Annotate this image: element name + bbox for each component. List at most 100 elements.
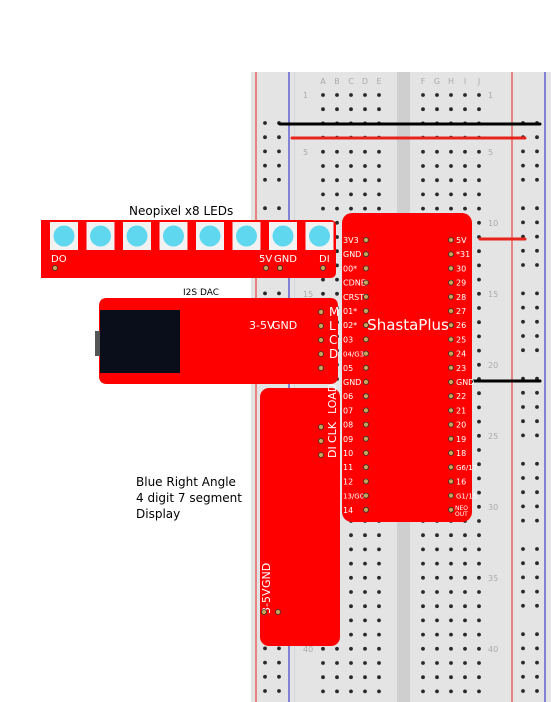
rail-hole — [521, 490, 525, 495]
breadboard-hole — [449, 604, 453, 609]
board-right-pin-label: 19 — [456, 435, 466, 444]
rail-hole — [521, 319, 525, 324]
column-letter: H — [448, 77, 454, 86]
breadboard-hole — [335, 93, 339, 97]
breadboard-hole — [477, 448, 481, 452]
breadboard-hole — [421, 661, 425, 665]
row-number: 15 — [488, 290, 498, 299]
breadboard-hole — [477, 220, 481, 225]
breadboard-hole — [435, 590, 439, 594]
rail-hole — [521, 405, 525, 409]
column-letter: J — [477, 77, 480, 86]
board-right-pin-label: 21 — [456, 406, 466, 415]
breadboard-hole — [463, 178, 467, 183]
breadboard-hole — [335, 164, 339, 168]
board-pin — [363, 251, 369, 258]
board-pin — [363, 407, 369, 414]
board-pin — [448, 464, 454, 471]
neopixel-di-label: DI — [319, 254, 330, 265]
rail-hole — [263, 660, 267, 665]
breadboard-hole — [435, 632, 439, 637]
rail-hole — [535, 220, 539, 225]
column-letter: G — [434, 77, 440, 86]
breadboard-hole — [321, 149, 325, 154]
breadboard-hole — [477, 632, 481, 637]
breadboard-hole — [377, 618, 381, 623]
breadboard-hole — [349, 632, 353, 637]
board-right-pin-label: 23 — [456, 364, 466, 373]
row-number: 5 — [303, 148, 308, 157]
board-pin — [363, 293, 369, 300]
rail-hole — [263, 149, 267, 154]
row-number: 5 — [488, 148, 493, 157]
breadboard-hole — [435, 206, 439, 211]
column-letter: B — [334, 77, 340, 86]
breadboard-hole — [335, 178, 339, 183]
rail-hole — [263, 206, 267, 211]
board-left-pin-label: 05 — [343, 364, 353, 373]
breadboard-hole — [463, 604, 467, 609]
rail-hole — [263, 674, 267, 679]
breadboard-hole — [449, 547, 453, 552]
rail-hole — [535, 476, 539, 480]
breadboard-hole — [449, 661, 453, 665]
breadboard-hole — [449, 192, 453, 197]
display-load-label: LOAD — [326, 384, 339, 414]
dac-pin — [318, 365, 324, 371]
board-right-pin-label: 18 — [456, 449, 466, 458]
board-left-pin-label: 04/G3 — [343, 351, 364, 359]
rail-hole — [521, 348, 525, 353]
rail-hole — [521, 518, 525, 523]
breadboard-hole — [349, 590, 353, 594]
board-pin — [448, 421, 454, 428]
breadboard-hole — [377, 93, 381, 97]
breadboard-hole — [377, 192, 381, 197]
breadboard-hole — [477, 263, 481, 268]
breadboard-hole — [335, 249, 339, 254]
row-number: 25 — [488, 432, 498, 441]
rail-hole — [521, 177, 525, 182]
breadboard-hole — [477, 320, 481, 325]
rail-hole — [535, 234, 539, 239]
breadboard-hole — [335, 675, 339, 680]
rail-hole — [535, 674, 539, 679]
breadboard-hole — [363, 646, 367, 651]
breadboard-hole — [477, 192, 481, 197]
rail-hole — [535, 149, 539, 154]
breadboard-hole — [335, 192, 339, 197]
breadboard-hole — [335, 277, 339, 282]
breadboard-hole — [377, 164, 381, 168]
board-pin — [448, 407, 454, 414]
board-right-pin-label: 27 — [456, 307, 466, 316]
rail-hole — [263, 291, 267, 296]
rail-hole — [521, 149, 525, 154]
breadboard-hole — [349, 149, 353, 154]
breadboard-hole — [421, 561, 425, 566]
breadboard-hole — [421, 632, 425, 637]
breadboard-hole — [477, 391, 481, 396]
breadboard-hole — [321, 93, 325, 97]
breadboard-hole — [449, 178, 453, 183]
breadboard-hole — [435, 604, 439, 609]
breadboard-hole — [363, 575, 367, 580]
breadboard-hole — [421, 178, 425, 183]
board-right-pin-label: G1/15 — [456, 493, 477, 501]
breadboard-hole — [463, 93, 467, 97]
rail-hole — [535, 334, 539, 338]
column-letter: F — [421, 77, 426, 86]
breadboard-hole — [349, 107, 353, 112]
breadboard-hole — [449, 533, 453, 538]
board-right-pin-label: 16 — [456, 477, 466, 486]
breadboard-hole — [477, 519, 481, 523]
breadboard-hole — [349, 689, 353, 694]
board-left-pin-label: 08 — [343, 421, 353, 430]
breadboard-hole — [435, 547, 439, 552]
breadboard-hole — [363, 632, 367, 637]
rail-hole — [521, 504, 525, 509]
board-left-pin-label: 11 — [343, 463, 353, 472]
dac-pin — [318, 309, 324, 315]
breadboard-hole — [377, 206, 381, 211]
board-right-pin-label: 26 — [456, 321, 466, 330]
board-left-pin-label: 00* — [343, 264, 357, 273]
board-left-pin-label: 14 — [343, 506, 353, 515]
